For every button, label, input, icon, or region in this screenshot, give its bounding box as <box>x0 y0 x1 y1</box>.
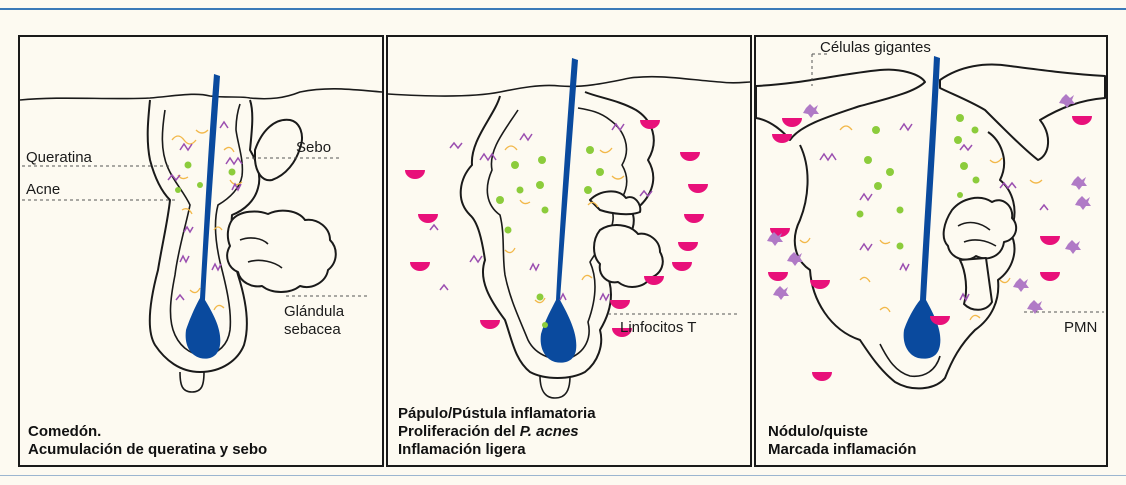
label-acne: Acne <box>26 181 60 198</box>
caption-line-1: Nódulo/quiste <box>768 423 868 440</box>
caption-line-2: Marcada inflamación <box>768 441 916 458</box>
caption-line-2: Acumulación de queratina y sebo <box>28 441 267 458</box>
panel-nodulo: Células gigantes PMN Nódulo/quiste Marca… <box>755 36 1107 466</box>
panel-papula: Linfocitos T Pápulo/Pústula inflamatoria… <box>387 36 751 466</box>
label-glandula-2: sebacea <box>284 321 341 338</box>
sebaceous-gland <box>227 211 336 292</box>
panel-comedon: Queratina Acne Sebo Glándula sebacea Com… <box>19 36 383 466</box>
label-pmn: PMN <box>1064 319 1097 336</box>
caption-line-1: Comedón. <box>28 423 101 440</box>
label-queratina: Queratina <box>26 149 93 166</box>
caption-line-3: Inflamación ligera <box>398 441 526 458</box>
caption-line-1: Pápulo/Pústula inflamatoria <box>398 405 596 422</box>
label-glandula-1: Glándula <box>284 303 345 320</box>
label-sebo: Sebo <box>296 139 331 156</box>
caption-line-2: Proliferación del P. acnes <box>398 423 579 440</box>
label-celulas-gigantes: Células gigantes <box>820 39 931 56</box>
bottom-divider <box>0 475 1126 476</box>
label-linfocitos: Linfocitos T <box>620 319 696 336</box>
